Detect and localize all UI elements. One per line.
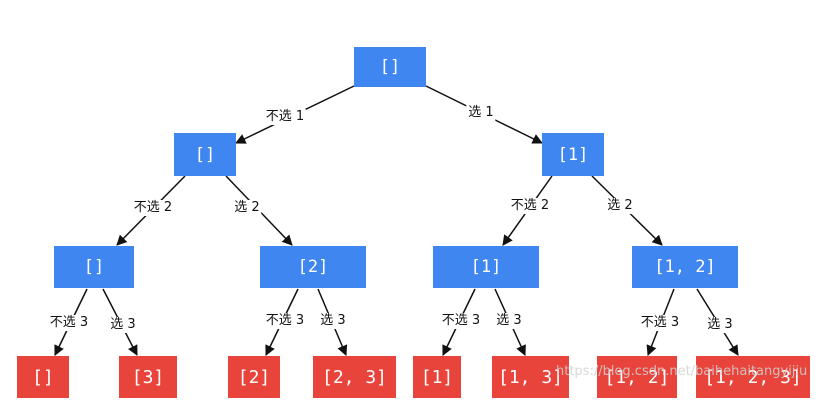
node-level1-take: [1]: [542, 133, 604, 176]
edge-label-l1take-take: 选 2: [605, 198, 635, 214]
node-level2-2: [2]: [260, 246, 366, 288]
node-level2-empty: []: [54, 246, 134, 288]
leaf-1-2: [1, 2]: [597, 356, 677, 398]
edge-label-root-skip: 不选 1: [263, 109, 307, 125]
node-level2-1-2: [1, 2]: [632, 246, 738, 288]
edge-label-l1skip-skip: 不选 2: [131, 200, 175, 216]
edge-label-l1take-skip: 不选 2: [508, 198, 552, 214]
edge-label-c-skip: 不选 3: [439, 313, 483, 329]
leaf-2-3: [2, 3]: [313, 356, 396, 398]
leaf-empty: []: [17, 356, 69, 398]
node-level2-1: [1]: [433, 246, 539, 288]
watermark-text: https://blog.csdn.net/baihehaitangyijiu: [556, 364, 808, 379]
node-level1-skip: []: [174, 133, 236, 176]
node-root: []: [354, 47, 426, 87]
edge-label-c-take: 选 3: [494, 313, 524, 329]
edge-label-a-skip: 不选 3: [47, 315, 91, 331]
leaf-2: [2]: [228, 356, 280, 398]
edge-label-b-skip: 不选 3: [263, 313, 307, 329]
edge-label-l1skip-take: 选 2: [232, 200, 262, 216]
edge-label-a-take: 选 3: [108, 317, 138, 333]
leaf-1-3: [1, 3]: [492, 356, 569, 398]
leaf-1: [1]: [413, 356, 461, 398]
edge-label-d-skip: 不选 3: [638, 315, 682, 331]
edge-label-d-take: 选 3: [705, 317, 735, 333]
edge-label-b-take: 选 3: [318, 313, 348, 329]
edge-label-root-take: 选 1: [466, 105, 496, 121]
leaf-1-2-3: [1, 2, 3]: [696, 356, 810, 398]
leaf-3: [3]: [119, 356, 177, 398]
